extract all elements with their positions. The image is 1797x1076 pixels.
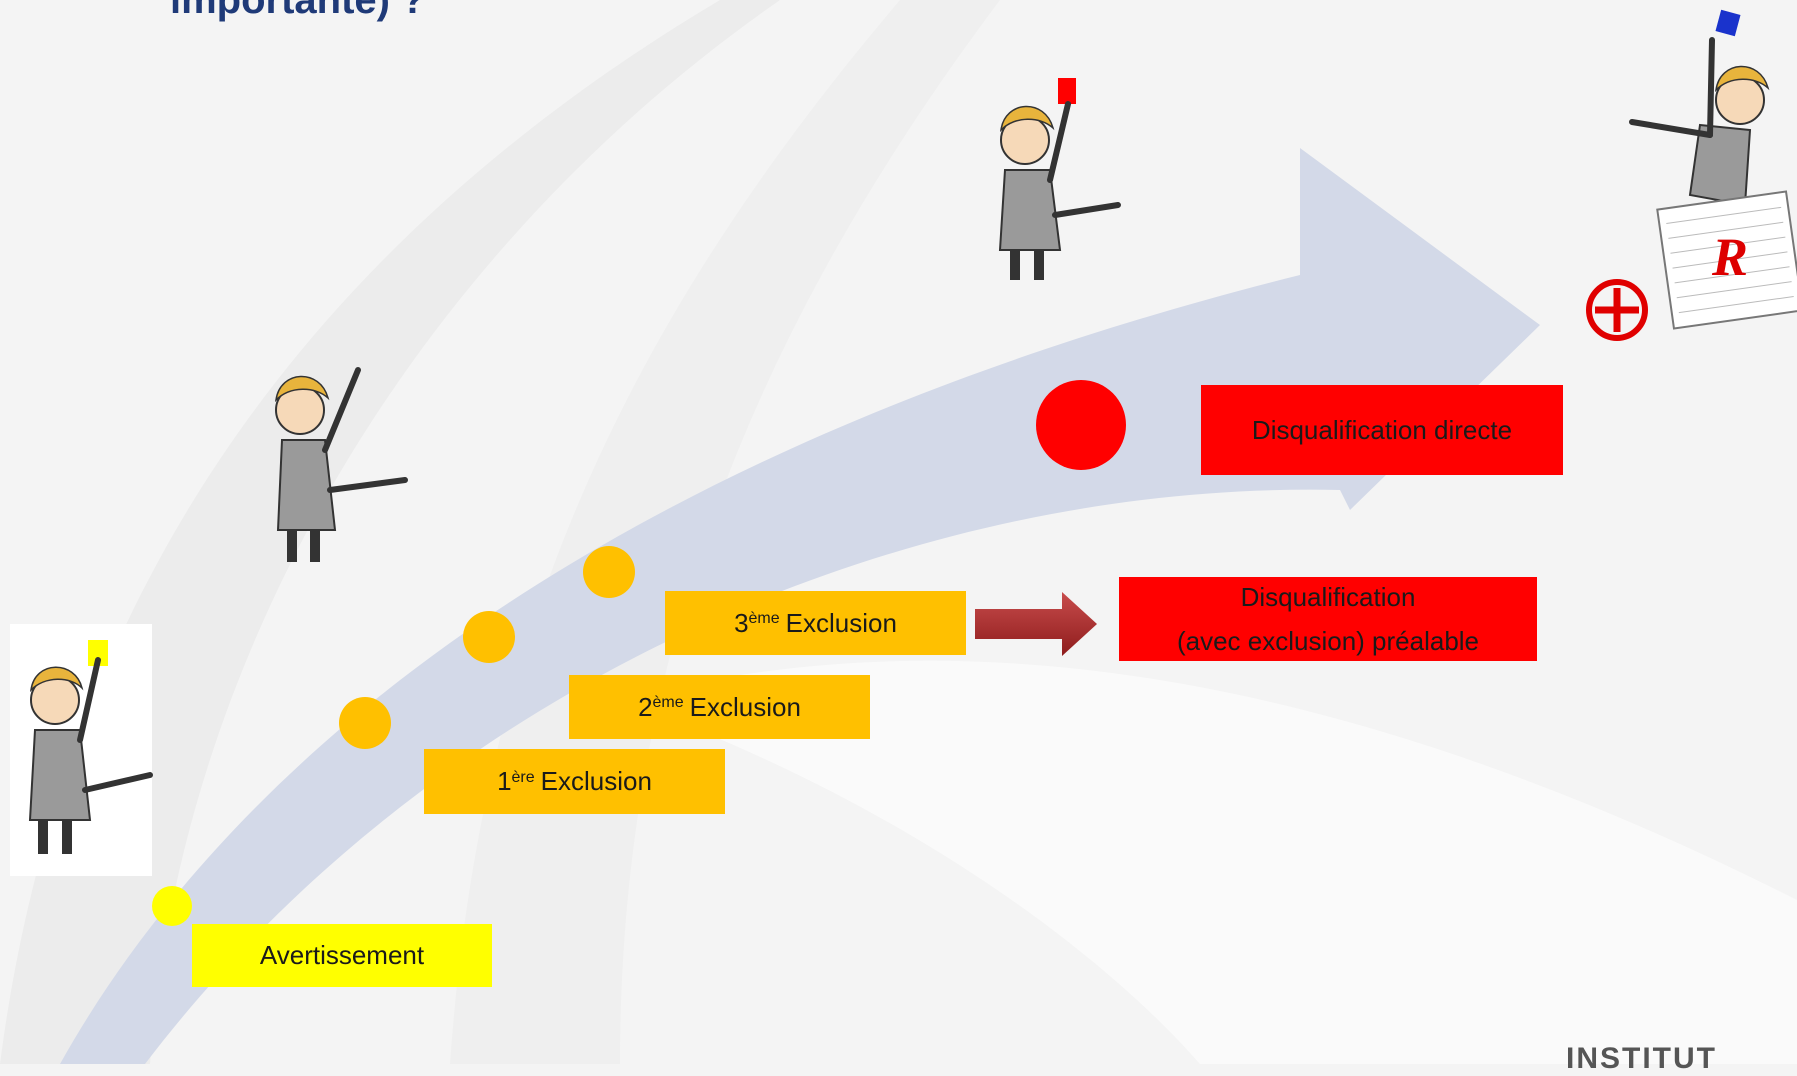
referee-blue-card-icon bbox=[1629, 9, 1770, 207]
exclusion3-text: Exclusion bbox=[785, 607, 897, 638]
exclusion3-number: 3 bbox=[734, 607, 749, 638]
disqualification-prior-line1: Disqualification bbox=[1240, 582, 1416, 612]
warning-dot bbox=[152, 886, 192, 926]
exclusion1-suffix: ère bbox=[511, 768, 535, 786]
disqualification-direct-text: Disqualification directe bbox=[1251, 414, 1513, 445]
exclusion1-number: 1 bbox=[497, 766, 512, 796]
warning-label: Avertissement bbox=[192, 924, 492, 987]
page-title: importante) ? bbox=[170, 0, 426, 22]
exclusion2-text: Exclusion bbox=[689, 691, 801, 722]
institute-logo: INSTITUT bbox=[1566, 1042, 1717, 1075]
disqualification-prior-label: Disqualification (avec exclusion) préala… bbox=[1119, 577, 1537, 661]
exclusion2-number: 2 bbox=[638, 691, 653, 722]
progress-arrow-icon bbox=[60, 148, 1540, 1064]
exclusion3-suffix: ème bbox=[748, 610, 780, 627]
exclusion1-text: Exclusion bbox=[540, 766, 652, 796]
disqualification-direct-label: Disqualification directe bbox=[1201, 385, 1563, 475]
transition-arrow-icon bbox=[975, 592, 1097, 656]
exclusion3-dot bbox=[583, 546, 635, 598]
referee-raised-hand-icon bbox=[274, 367, 408, 562]
disqualification-prior-line2: (avec exclusion) préalable bbox=[1176, 626, 1480, 656]
warning-text: Avertissement bbox=[259, 940, 425, 970]
report-letter: R bbox=[1711, 227, 1748, 287]
red-plus-icon bbox=[1586, 279, 1648, 341]
referee-yellow-card-icon bbox=[10, 624, 153, 876]
exclusion2-suffix: ème bbox=[652, 694, 684, 711]
disqualification-dot bbox=[1036, 380, 1126, 470]
referee-red-card-icon bbox=[998, 78, 1121, 280]
match-report-icon: R bbox=[1656, 190, 1797, 330]
exclusion2-dot bbox=[463, 611, 515, 663]
exclusion1-dot bbox=[339, 697, 391, 749]
